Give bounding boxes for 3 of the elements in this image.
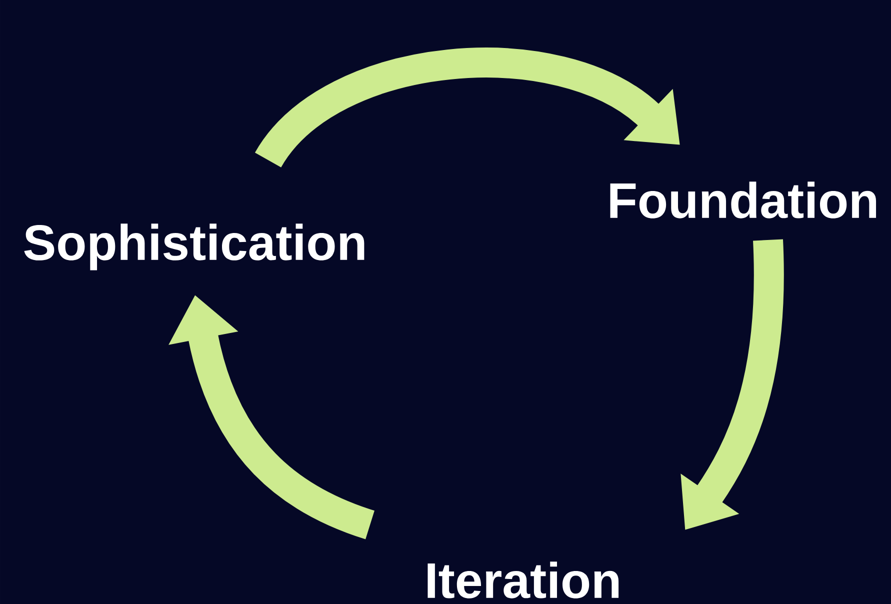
step-label: Sophistication (24, 224, 364, 270)
step-label: Iteration (428, 562, 619, 598)
step-label: Foundation (610, 182, 876, 218)
